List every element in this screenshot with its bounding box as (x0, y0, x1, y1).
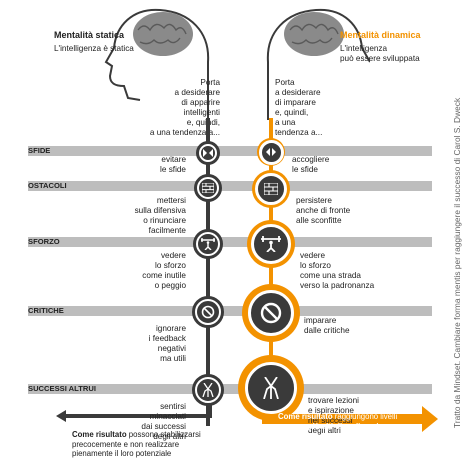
left-result: Come risultato possono stabilizzarsi pre… (72, 430, 201, 458)
left-result-arrow (56, 404, 212, 422)
right-node-sforzo (247, 220, 295, 268)
right-result: Come risultato raggiungono livelli sempr… (278, 412, 398, 431)
right-result-arrow (262, 402, 438, 432)
band-sforzo (28, 237, 432, 247)
left-intro: Porta a desiderare di apparire intellige… (149, 78, 220, 137)
left-head-outline-icon (104, 8, 210, 120)
left-rail (206, 118, 210, 426)
arrows-inward-icon (203, 149, 213, 157)
left-brain-icon (133, 12, 193, 56)
band-label-successi-altrui: SUCCESSI ALTRUI (28, 384, 96, 393)
band-label-critiche: CRITICHE (28, 306, 64, 315)
left-node-critiche (192, 296, 224, 328)
no-sign-icon (260, 302, 282, 324)
arrows-outward-icon (266, 148, 276, 156)
brick-wall-icon (202, 183, 214, 193)
brick-wall-icon (264, 183, 278, 195)
left-node-sfide (196, 141, 220, 165)
left-node-ostacoli (194, 174, 222, 202)
left-subtitle: L'intelligenza è statica (54, 44, 134, 53)
weightlifter-icon (201, 238, 215, 250)
left-node-sforzo (193, 229, 223, 259)
right-subtitle-line2: può essere sviluppata (340, 54, 420, 63)
no-sign-icon (201, 305, 215, 319)
band-label-ostacoli: OSTACOLI (28, 181, 67, 190)
right-head-outline-icon (266, 8, 370, 120)
right-node-ostacoli (252, 170, 290, 208)
left-node-successi-altrui (192, 374, 224, 406)
band-label-sfide: SFIDE (28, 146, 51, 155)
band-sfide (28, 146, 432, 156)
right-intro: Porta a desiderare di imparare e, quindi… (275, 78, 323, 137)
band-label-sforzo: SFORZO (28, 237, 60, 246)
right-subtitle-line1: L'intelligenza (340, 44, 388, 53)
band-successi-altrui (28, 384, 432, 394)
band-critiche (28, 306, 432, 316)
weightlifter-icon (261, 236, 281, 252)
left-title: Mentalità statica (54, 30, 125, 40)
heads-illustration (104, 8, 370, 120)
right-title: Mentalità dinamica (340, 30, 421, 40)
person-silhouette-icon (202, 383, 214, 397)
band-ostacoli (28, 181, 432, 191)
person-silhouette-icon (263, 377, 279, 399)
right-node-critiche (242, 284, 300, 342)
right-node-successi-altrui (238, 355, 304, 421)
right-node-sfide (257, 138, 285, 166)
right-brain-icon (284, 12, 344, 56)
credit-text: Tratto da Mindset. Cambiare forma mentis… (452, 97, 462, 428)
